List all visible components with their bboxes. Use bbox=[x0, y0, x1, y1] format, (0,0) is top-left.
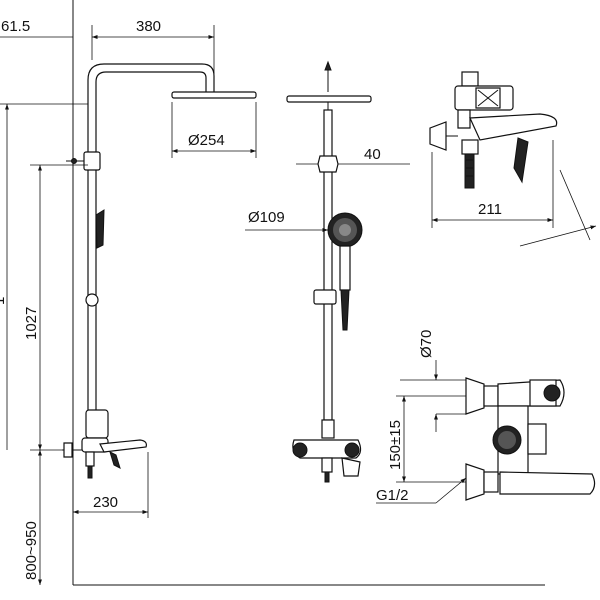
dim-arm-text: 380 bbox=[136, 18, 161, 35]
mixer-valve-side bbox=[62, 409, 147, 479]
mixer-detail-view: Ø70 150±15 G1/2 bbox=[376, 330, 596, 504]
dim-pipe-offset-text: 40 bbox=[364, 146, 381, 163]
dim-riser-text: 1027 bbox=[23, 307, 40, 340]
hand-shower-holder bbox=[313, 289, 337, 305]
hand-shower-side bbox=[95, 209, 105, 249]
dim-install-text: 800~950 bbox=[23, 521, 40, 580]
dim-total-text: 1 bbox=[0, 297, 8, 305]
side-view-shower-column: 61.5 380 Ø254 1027 1 bbox=[0, 0, 545, 586]
dim-valve-text: 211 bbox=[478, 201, 502, 218]
dim-hand-shower-text: Ø109 bbox=[248, 209, 285, 226]
dim-offset-text: 61.5 bbox=[1, 18, 30, 35]
hand-shower-front bbox=[327, 212, 363, 331]
dim-center-text: 150±15 bbox=[387, 420, 404, 470]
diverter-valve-detail: 211 bbox=[429, 71, 597, 247]
front-view-shower-column: 40 Ø109 bbox=[245, 60, 410, 483]
dim-head-diameter-text: Ø254 bbox=[188, 132, 225, 149]
dim-escutcheon-text: Ø70 bbox=[418, 330, 435, 358]
overhead-shower-head-front bbox=[286, 95, 372, 103]
thread-text: G1/2 bbox=[376, 487, 409, 504]
dim-mixer-text: 230 bbox=[93, 494, 118, 511]
wall-bracket bbox=[83, 151, 101, 171]
overhead-shower-head-side bbox=[171, 91, 257, 99]
mixer-valve-front bbox=[292, 419, 362, 483]
